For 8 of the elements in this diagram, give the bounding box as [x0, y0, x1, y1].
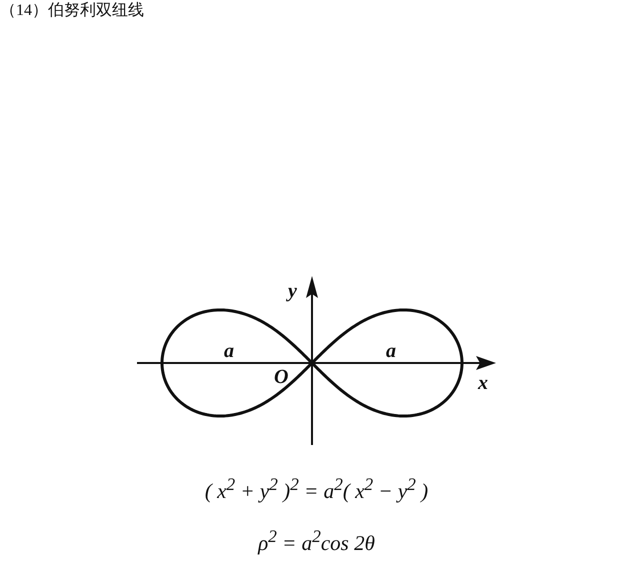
origin-label: O	[274, 366, 288, 389]
length-label: a	[386, 340, 396, 363]
length-label: a	[224, 340, 234, 363]
title: （14）伯努利双纽线	[0, 0, 144, 21]
axis-label: x	[478, 372, 488, 395]
equation: ρ$^{2}$ = a$^{2}$cos 2θ	[256, 526, 376, 556]
axis-label: y	[288, 280, 297, 303]
equation: ( x$^{2}$ + y$^{2}$ )$^{2}$ = a$^{2}$( x$^{2}$ − y$^{2}$ )	[204, 474, 430, 504]
